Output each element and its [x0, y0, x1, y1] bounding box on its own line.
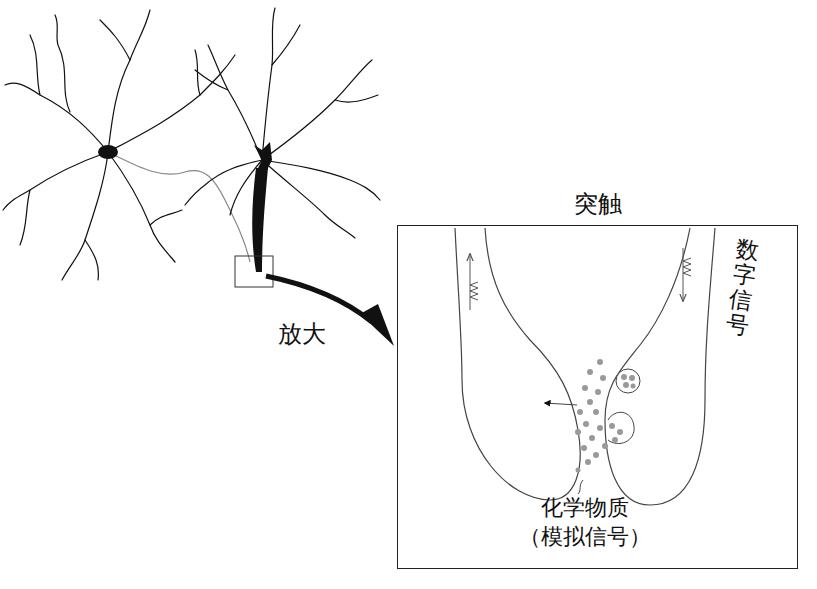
signal-wave: [470, 282, 478, 300]
postsynaptic-terminal: [455, 228, 580, 500]
left-axon: [108, 152, 250, 262]
signal-arrow-down: [683, 248, 684, 300]
box-heading: 突触: [398, 188, 797, 220]
magnify-label: 放大: [278, 318, 326, 350]
leader-line: [578, 480, 583, 494]
vesicle: [616, 369, 640, 393]
signal-wave: [683, 258, 691, 276]
fusing-vesicle: [608, 412, 634, 443]
left-soma: [98, 145, 118, 159]
left-dendrites: [3, 10, 235, 280]
presynaptic-terminal: [605, 228, 715, 505]
signal-label: 数字信号: [724, 236, 761, 339]
magnify-arrowhead: [360, 304, 394, 346]
signal-arrow-up: [470, 255, 471, 310]
zoom-region: [235, 256, 273, 287]
vesicle-contents: [621, 374, 636, 389]
neurotransmitter-dots: [575, 359, 623, 473]
diffusion-arrow: [545, 403, 577, 405]
magnify-arrow: [266, 276, 372, 322]
right-dendrites: [185, 8, 380, 238]
right-soma: [254, 142, 272, 172]
chemical-label: 化学物质 （模拟信号）: [505, 494, 665, 551]
